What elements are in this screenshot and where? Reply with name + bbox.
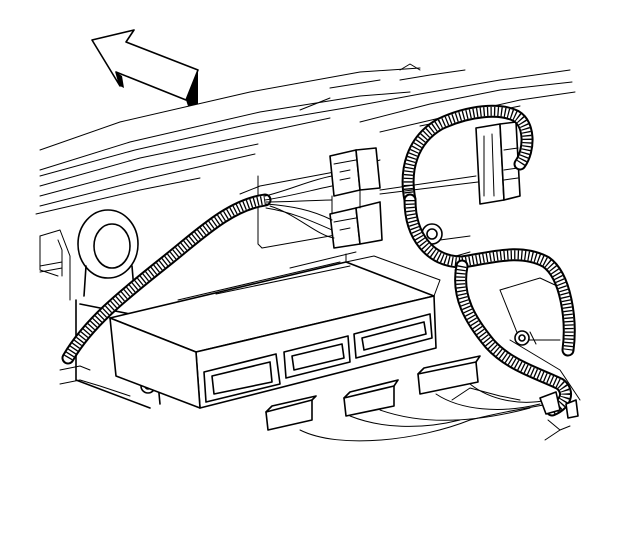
direction-arrow-icon	[91, 29, 199, 106]
harness-wires-upper	[264, 175, 479, 239]
harness-conduit-right	[401, 104, 534, 207]
module-connector-a	[203, 353, 281, 403]
harness-connector-3	[417, 355, 481, 395]
harness-connector-2	[343, 379, 399, 417]
conduit-end-clamp	[539, 391, 579, 419]
ground-stud	[421, 223, 530, 346]
grommet	[77, 209, 139, 297]
loose-wires	[299, 383, 549, 442]
upper-connector-block	[329, 147, 383, 249]
upper-right-connector	[475, 121, 521, 205]
module-connector-b	[283, 335, 351, 379]
harness-connector-1	[265, 395, 317, 431]
harness-conduit-lower	[454, 259, 572, 417]
harness-conduit-left	[61, 193, 272, 365]
module-connector-c	[353, 313, 433, 359]
harness-conduit-main	[403, 193, 576, 357]
